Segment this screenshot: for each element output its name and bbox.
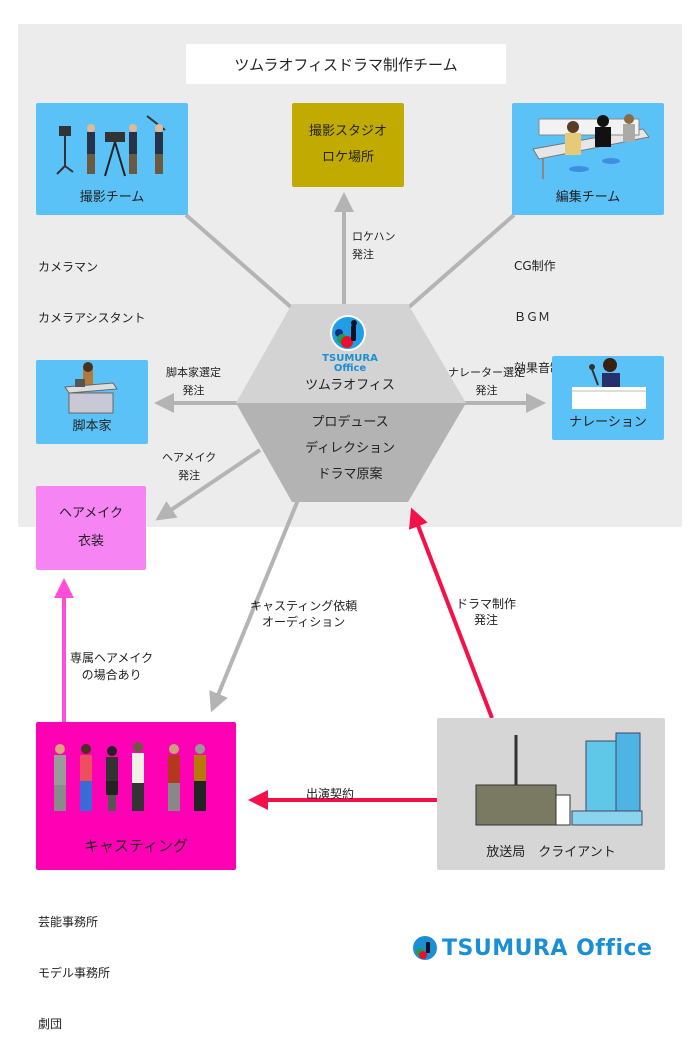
studio-label: 撮影スタジオ: [308, 124, 387, 139]
narrator-order-label: ナレーター選定 発注: [448, 366, 525, 397]
role-drama-concept: ドラマ原案: [317, 467, 383, 482]
client-node: 放送局 クライアント: [437, 718, 665, 870]
center-name: ツムラオフィス: [305, 378, 395, 393]
footer-logo-text: TSUMURA Office: [442, 935, 653, 961]
member-talent-agency: 芸能事務所: [38, 915, 99, 929]
arrow-to-hair-makeup: [155, 448, 262, 521]
line-to-shoot-team: [184, 213, 294, 310]
writer-label: 脚本家: [72, 419, 112, 434]
logo-text-line1: TSUMURA: [322, 353, 378, 364]
member-cg: CG制作: [514, 259, 556, 273]
center-roles: プロデュース ディレクション ドラマ原案: [250, 410, 450, 488]
edit-team-node: 編集チーム: [512, 103, 664, 215]
arrow-drama-order: [408, 507, 494, 719]
narration-label: ナレーション: [569, 415, 647, 430]
center-logo-text: TSUMURA Office: [300, 354, 400, 374]
costume-label: 衣装: [77, 534, 104, 549]
client-label: 放送局 クライアント: [486, 845, 616, 860]
buildings-illustration: [437, 718, 665, 841]
center-hexagon-bottom: [236, 403, 466, 502]
arrow-to-casting: [209, 499, 300, 713]
writer-node: 脚本家: [36, 360, 148, 444]
logo-text-line2: Office: [333, 363, 367, 374]
casting-label: キャスティング: [83, 837, 189, 855]
location-hunt-label: ロケハン 発注: [352, 230, 396, 261]
writer-order-label: 脚本家選定 発注: [166, 366, 221, 397]
hair-order-label: ヘアメイク 発注: [162, 451, 217, 482]
narrator-illustration: [552, 355, 664, 411]
line-to-edit-team: [406, 213, 516, 310]
shoot-team-node: 撮影チーム: [36, 103, 188, 215]
hair-makeup-node: ヘアメイク 衣装: [36, 486, 146, 570]
narration-node: ナレーション: [552, 356, 664, 440]
role-direction: ディレクション: [304, 441, 396, 456]
edit-team-label: 編集チーム: [555, 190, 621, 205]
center-hexagon-top: [236, 304, 466, 403]
member-camera-assistant: カメラアシスタント: [38, 311, 146, 325]
drama-order-label: ドラマ制作 発注: [456, 597, 517, 627]
member-theater-troupe: 劇団: [38, 1017, 63, 1031]
casting-node: キャスティング: [36, 722, 236, 870]
tsumura-logo-icon: [328, 313, 368, 353]
member-cameraman: カメラマン: [38, 260, 99, 274]
diagram-title: ツムラオフィスドラマ制作チーム: [186, 44, 506, 84]
role-produce: プロデュース: [311, 415, 389, 430]
writer-illustration: [36, 359, 148, 415]
casting-members: 芸能事務所 モデル事務所 劇団: [38, 880, 110, 1050]
connector-layer: [54, 192, 546, 810]
studio-node: 撮影スタジオ ロケ場所: [292, 103, 404, 187]
hair-makeup-label: ヘアメイク: [58, 506, 124, 521]
casting-request-label: キャスティング依頼 オーディション: [250, 599, 358, 629]
editors-illustration: [512, 103, 664, 186]
cast-members-illustration: [36, 722, 236, 835]
member-model-agency: モデル事務所: [38, 966, 111, 980]
appearance-contract-label: 出演契約: [306, 787, 355, 801]
footer-logo: TSUMURA Office: [412, 934, 652, 962]
shoot-team-label: 撮影チーム: [79, 190, 145, 205]
tsumura-logo-icon: [413, 936, 437, 960]
member-bgm: ＢＧＭ: [514, 310, 551, 324]
exclusive-hair-label: 専属ヘアメイク の場合あり: [70, 651, 154, 682]
location-label: ロケ場所: [321, 150, 374, 165]
camera-crew-illustration: [36, 103, 188, 186]
